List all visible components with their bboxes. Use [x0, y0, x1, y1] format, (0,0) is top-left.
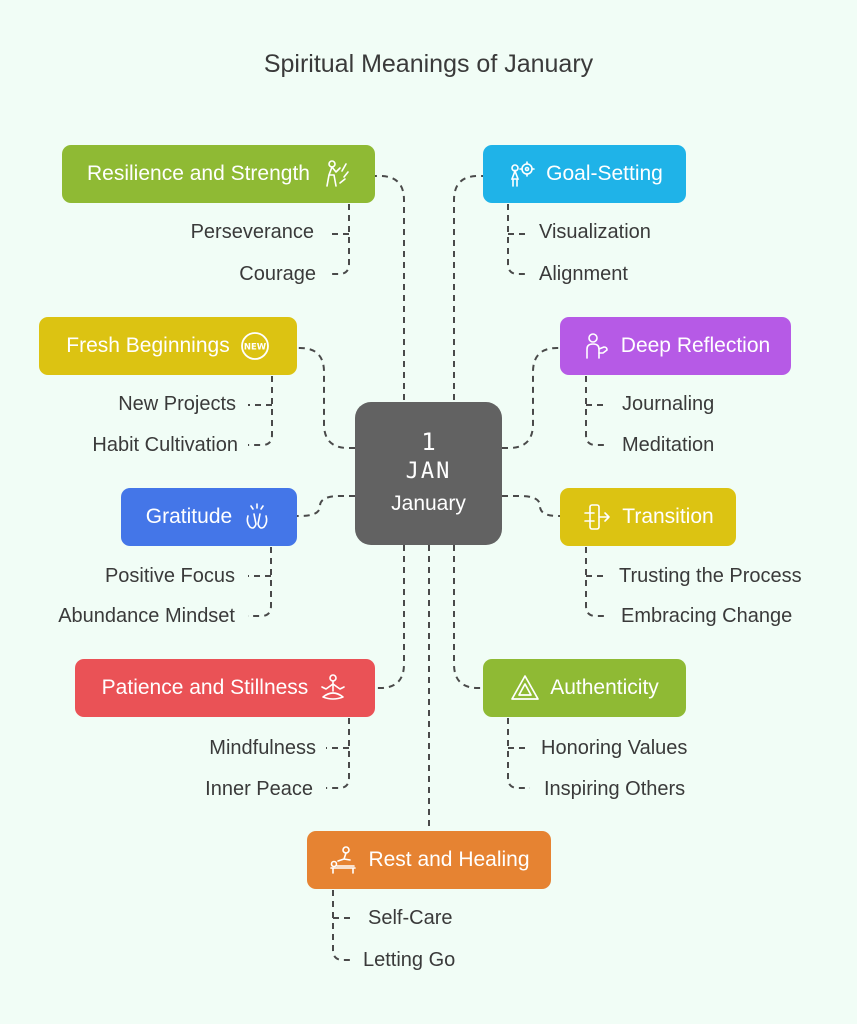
sub-connector-authenticity — [507, 718, 530, 789]
strength-figure-icon — [320, 159, 350, 189]
sub-habit-cultivation: Habit Cultivation — [92, 434, 238, 456]
node-fresh-beginnings: Fresh Beginnings NEW — [39, 317, 297, 375]
connector-resilience — [375, 175, 405, 400]
sub-alignment: Alignment — [539, 263, 628, 285]
sub-connector-patience — [326, 718, 350, 789]
calendar-month: JAN — [405, 458, 452, 484]
meditation-icon — [318, 673, 348, 703]
node-gratitude: Gratitude — [121, 488, 297, 546]
node-authenticity-label: Authenticity — [550, 676, 659, 699]
sub-embracing-change: Embracing Change — [621, 605, 793, 627]
sub-journaling: Journaling — [622, 393, 715, 415]
sub-abundance-mindset: Abundance Mindset — [58, 605, 235, 627]
calendar-day: 1 — [421, 427, 436, 456]
node-goal-setting: Goal-Setting — [483, 145, 686, 203]
new-badge-icon: NEW — [240, 331, 270, 361]
node-transition-label: Transition — [622, 505, 714, 528]
node-resilience: Resilience and Strength — [62, 145, 375, 203]
transition-arrow-icon — [582, 502, 612, 532]
sub-perseverance: Perseverance — [190, 221, 314, 243]
sub-visualization: Visualization — [539, 221, 651, 243]
sub-connector-transition — [585, 547, 608, 617]
svg-text:NEW: NEW — [244, 343, 267, 353]
sub-self-care: Self-Care — [368, 907, 453, 929]
sub-connector-rest — [332, 890, 353, 961]
node-transition: Transition — [560, 488, 736, 546]
thinking-person-icon — [581, 331, 611, 361]
connector-gratitude — [297, 495, 355, 517]
sub-connector-reflection — [585, 376, 608, 446]
connector-fresh — [297, 347, 355, 449]
sub-letting-go: Letting Go — [363, 949, 456, 971]
node-resilience-label: Resilience and Strength — [87, 162, 310, 185]
node-rest-healing-label: Rest and Healing — [368, 848, 530, 871]
center-calendar: 1 JAN January — [355, 402, 502, 545]
sub-trusting-the-process: Trusting the Process — [619, 565, 802, 587]
triangle-icon — [510, 673, 540, 703]
sub-inspiring-others: Inspiring Others — [544, 778, 686, 800]
sub-connector-resilience — [330, 204, 350, 275]
target-person-icon — [506, 159, 536, 189]
clapping-hands-icon — [242, 502, 272, 532]
node-deep-reflection: Deep Reflection — [560, 317, 791, 375]
node-fresh-beginnings-label: Fresh Beginnings — [66, 334, 230, 357]
sub-honoring-values: Honoring Values — [541, 737, 688, 759]
sub-connector-gratitude — [248, 547, 272, 617]
connector-patience — [375, 545, 405, 689]
connector-goal — [453, 175, 483, 400]
node-patience-stillness-label: Patience and Stillness — [101, 676, 309, 699]
sub-courage: Courage — [239, 263, 316, 285]
sub-meditation: Meditation — [622, 434, 715, 456]
connector-authenticity — [453, 545, 483, 689]
sub-mindfulness: Mindfulness — [209, 737, 316, 759]
node-rest-healing: Rest and Healing — [307, 831, 551, 889]
calendar-month-name: January — [391, 491, 466, 515]
node-authenticity: Authenticity — [483, 659, 686, 717]
node-goal-setting-label: Goal-Setting — [546, 162, 663, 185]
node-deep-reflection-label: Deep Reflection — [620, 334, 771, 357]
node-gratitude-label: Gratitude — [145, 505, 233, 528]
sub-connector-fresh — [248, 376, 273, 446]
diagram-title: Spiritual Meanings of January — [263, 50, 594, 78]
sub-new-projects: New Projects — [118, 393, 236, 415]
sub-inner-peace: Inner Peace — [205, 778, 313, 800]
connector-transition — [502, 495, 560, 517]
node-patience-stillness: Patience and Stillness — [75, 659, 375, 717]
connector-reflection — [502, 347, 560, 449]
sub-positive-focus: Positive Focus — [104, 565, 235, 587]
sub-connector-goal — [507, 204, 528, 275]
massage-icon — [328, 845, 358, 875]
